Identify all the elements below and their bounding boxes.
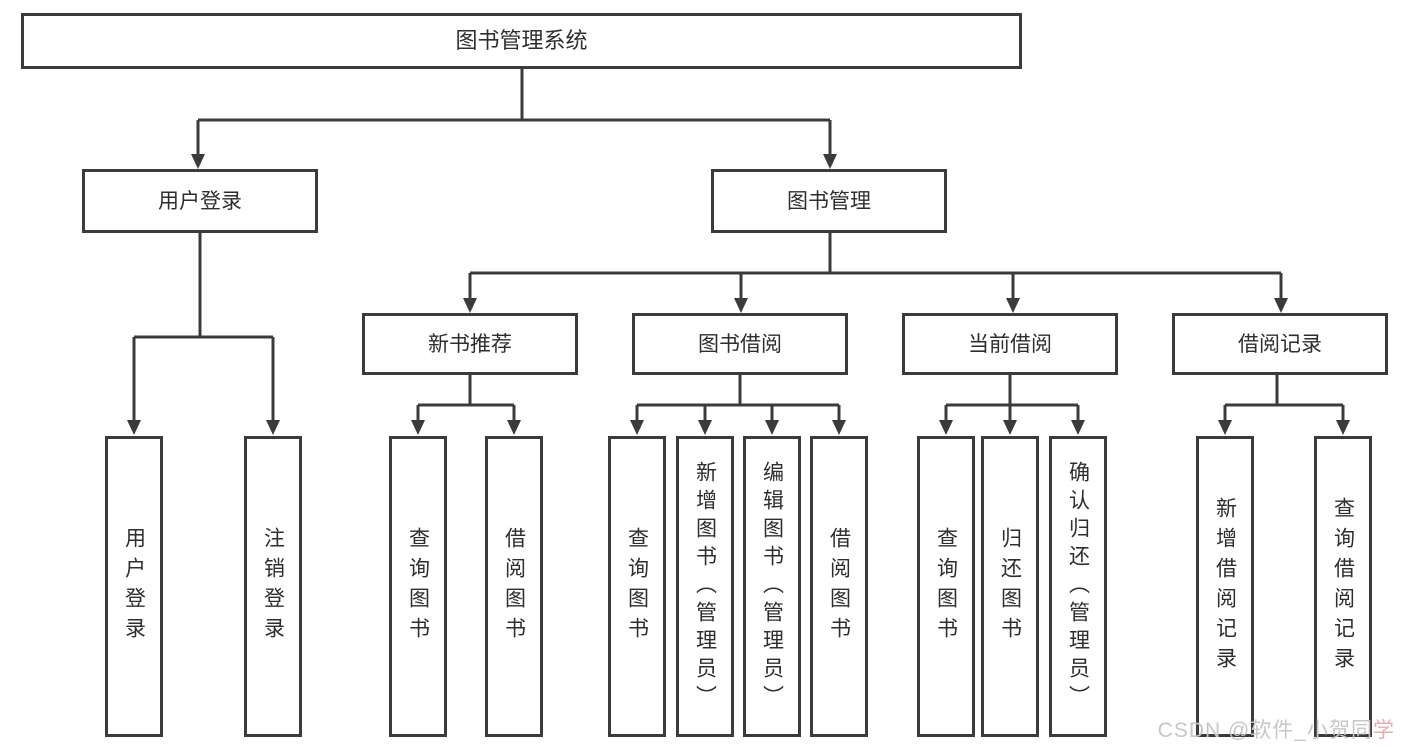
arrow-down-icon: [832, 420, 846, 435]
leaf-borrow-books-recommend: 借阅图书: [485, 436, 543, 737]
arrow-down-icon: [1006, 298, 1020, 313]
arrow-down-icon: [463, 298, 477, 313]
arrow-down-icon: [507, 420, 521, 435]
connector-borrow-to-leaves: [635, 375, 841, 424]
leaf-query-borrow-record: 查询借阅记录: [1314, 436, 1372, 737]
connector-userlogin-to-leaves: [132, 233, 275, 424]
leaf-edit-books-admin: 编辑图书（管理员）: [743, 436, 801, 737]
arrow-down-icon: [1071, 420, 1085, 435]
node-borrowing-records: 借阅记录: [1172, 313, 1388, 375]
leaf-return-books: 归还图书: [981, 436, 1039, 737]
leaf-query-books-current: 查询图书: [917, 436, 975, 737]
leaf-query-books-borrow: 查询图书: [608, 436, 666, 737]
arrow-down-icon: [1218, 420, 1232, 435]
arrow-down-icon: [630, 420, 644, 435]
node-current-borrowing: 当前借阅: [902, 313, 1118, 375]
node-user-login-branch: 用户登录: [82, 169, 318, 233]
connector-records-to-leaves: [1223, 375, 1345, 424]
connector-recommend-to-leaves: [416, 375, 516, 424]
leaf-add-borrow-record: 新增借阅记录: [1196, 436, 1254, 737]
csdn-watermark-suffix: 学: [1373, 719, 1395, 742]
leaf-logout: 注销登录: [244, 436, 302, 737]
leaf-query-books-recommend: 查询图书: [389, 436, 447, 737]
leaf-add-books-admin: 新增图书（管理员）: [676, 436, 734, 737]
arrow-down-icon: [823, 154, 837, 169]
arrow-down-icon: [765, 420, 779, 435]
node-root-system: 图书管理系统: [21, 13, 1022, 69]
leaf-borrow-books: 借阅图书: [810, 436, 868, 737]
connector-current-to-leaves: [944, 375, 1080, 424]
arrow-down-icon: [1274, 298, 1288, 313]
arrow-down-icon: [127, 420, 141, 435]
leaf-user-login: 用户登录: [105, 436, 163, 737]
connector-bookmgmt-to-level3: [468, 233, 1283, 302]
arrow-down-icon: [191, 154, 205, 169]
arrow-down-icon: [411, 420, 425, 435]
leaf-confirm-return-admin: 确认归还（管理员）: [1049, 436, 1107, 737]
node-new-book-recommend: 新书推荐: [362, 313, 578, 375]
arrow-down-icon: [734, 298, 748, 313]
arrow-down-icon: [266, 420, 280, 435]
node-book-borrowing: 图书借阅: [632, 313, 848, 375]
arrow-down-icon: [939, 420, 953, 435]
arrow-down-icon: [1336, 420, 1350, 435]
connector-root-to-level2: [196, 68, 832, 158]
arrow-down-icon: [698, 420, 712, 435]
node-book-management-branch: 图书管理: [711, 169, 947, 233]
arrow-down-icon: [1003, 420, 1017, 435]
